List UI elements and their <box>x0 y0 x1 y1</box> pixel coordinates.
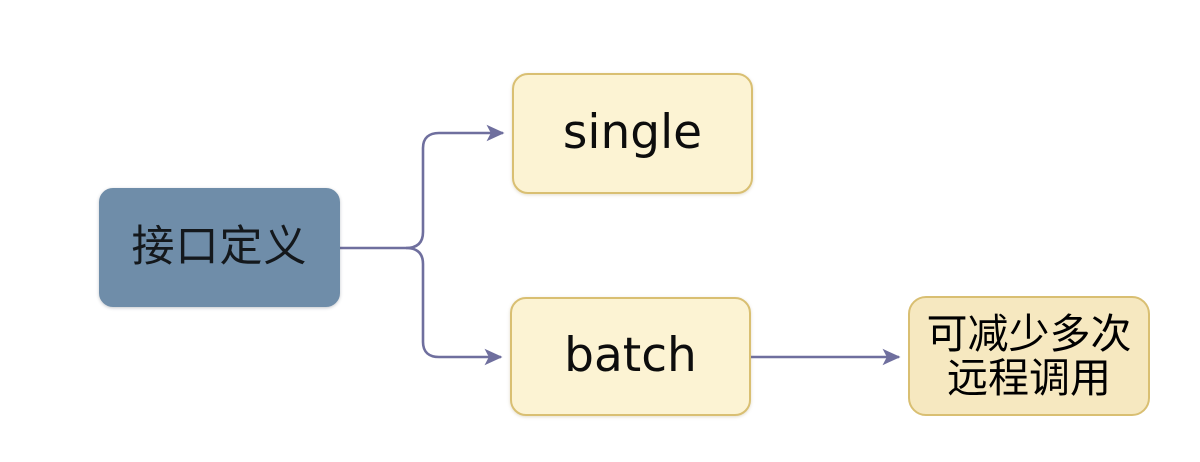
node-root[interactable]: 接口定义 <box>99 188 340 307</box>
node-batch[interactable]: batch <box>510 297 751 416</box>
node-batch-label: batch <box>564 328 697 384</box>
node-single-label: single <box>562 105 703 161</box>
node-root-label: 接口定义 <box>131 222 308 273</box>
edge-root-to-single <box>405 124 505 250</box>
edge-root-to-batch <box>405 246 503 366</box>
node-note[interactable]: 可减少多次 远程调用 <box>908 296 1150 416</box>
node-note-label: 可减少多次 远程调用 <box>926 309 1132 402</box>
node-single[interactable]: single <box>512 73 753 194</box>
